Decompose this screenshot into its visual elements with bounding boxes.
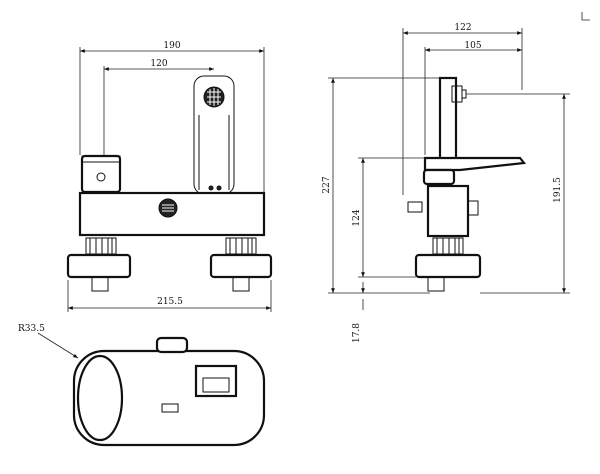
dimension-front-base-width: 215.5 bbox=[157, 297, 183, 307]
front-view: 190 120 bbox=[66, 41, 273, 312]
top-handle bbox=[76, 354, 124, 442]
dimension-side-bottom-offset: 17.8 bbox=[352, 323, 362, 343]
dimension-top-radius: R33.5 bbox=[18, 324, 45, 334]
side-spout bbox=[438, 76, 458, 162]
dimension-front-center-distance: 120 bbox=[150, 59, 167, 69]
knob-icon bbox=[158, 198, 178, 218]
top-diverter bbox=[155, 336, 189, 354]
top-view: R33.5 bbox=[18, 324, 266, 447]
grid-icon bbox=[203, 86, 225, 108]
front-handle bbox=[80, 154, 122, 194]
side-lever bbox=[423, 156, 527, 172]
dimension-side-total-height: 227 bbox=[322, 176, 332, 193]
dimension-side-spout-reach: 105 bbox=[464, 41, 481, 51]
side-body bbox=[426, 184, 470, 238]
side-view: 122 105 227 124 17 bbox=[322, 12, 590, 343]
dimension-front-overall-width: 190 bbox=[163, 41, 180, 51]
dimension-side-outlet-height: 191.5 bbox=[553, 177, 563, 203]
dimension-side-body-height: 124 bbox=[352, 209, 362, 226]
dimension-side-overall-width: 122 bbox=[454, 23, 471, 33]
